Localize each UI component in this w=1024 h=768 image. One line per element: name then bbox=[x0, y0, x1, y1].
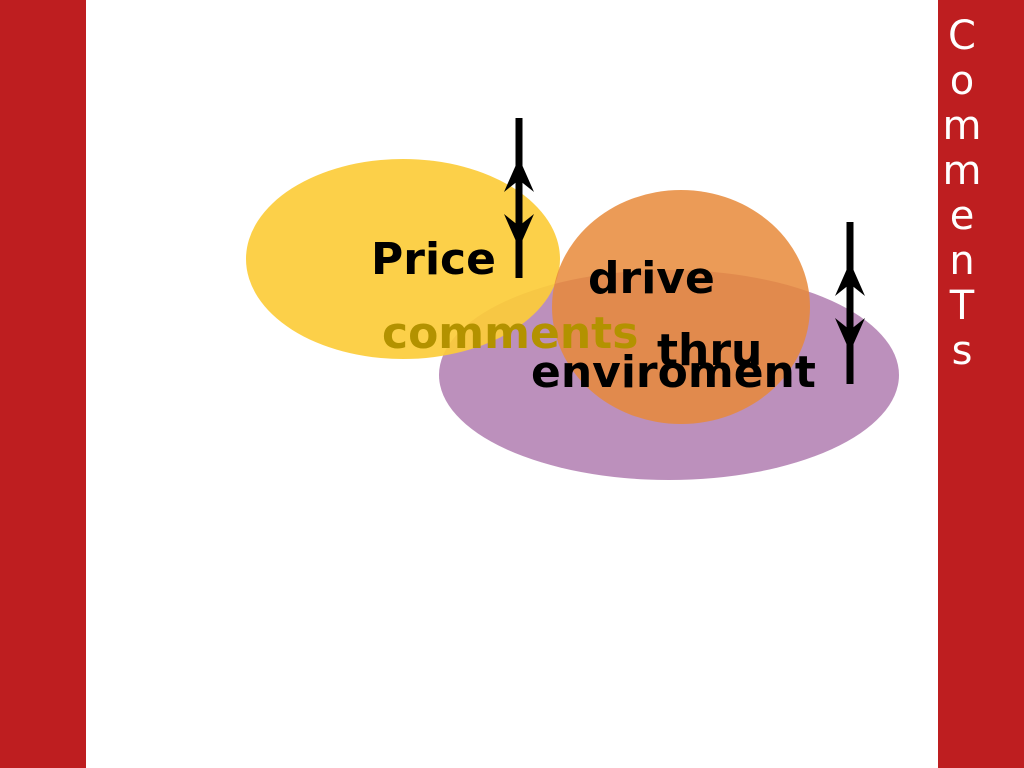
up-down-arrow-icon bbox=[835, 222, 865, 384]
right-red-bar bbox=[938, 0, 1024, 768]
price-ellipse bbox=[246, 159, 560, 359]
title-letter: m bbox=[942, 103, 982, 149]
left-red-bar bbox=[0, 0, 86, 768]
title-letter: e bbox=[949, 193, 975, 239]
drive-thru-circle bbox=[552, 190, 810, 424]
thru-label: thru bbox=[657, 325, 762, 376]
title-letter: m bbox=[942, 148, 982, 194]
comments-label: comments bbox=[382, 308, 638, 359]
vertical-title: C o m m e n T s bbox=[938, 14, 986, 374]
up-down-arrow-icon bbox=[504, 118, 534, 278]
title-letter: n bbox=[949, 238, 975, 284]
title-letter: o bbox=[949, 58, 975, 104]
title-letter: s bbox=[951, 328, 973, 374]
title-letter: C bbox=[948, 13, 976, 59]
drive-label: drive bbox=[588, 253, 715, 304]
title-letter: T bbox=[949, 283, 975, 329]
price-label: Price bbox=[371, 234, 496, 285]
enviroment-label: enviroment bbox=[531, 347, 816, 398]
